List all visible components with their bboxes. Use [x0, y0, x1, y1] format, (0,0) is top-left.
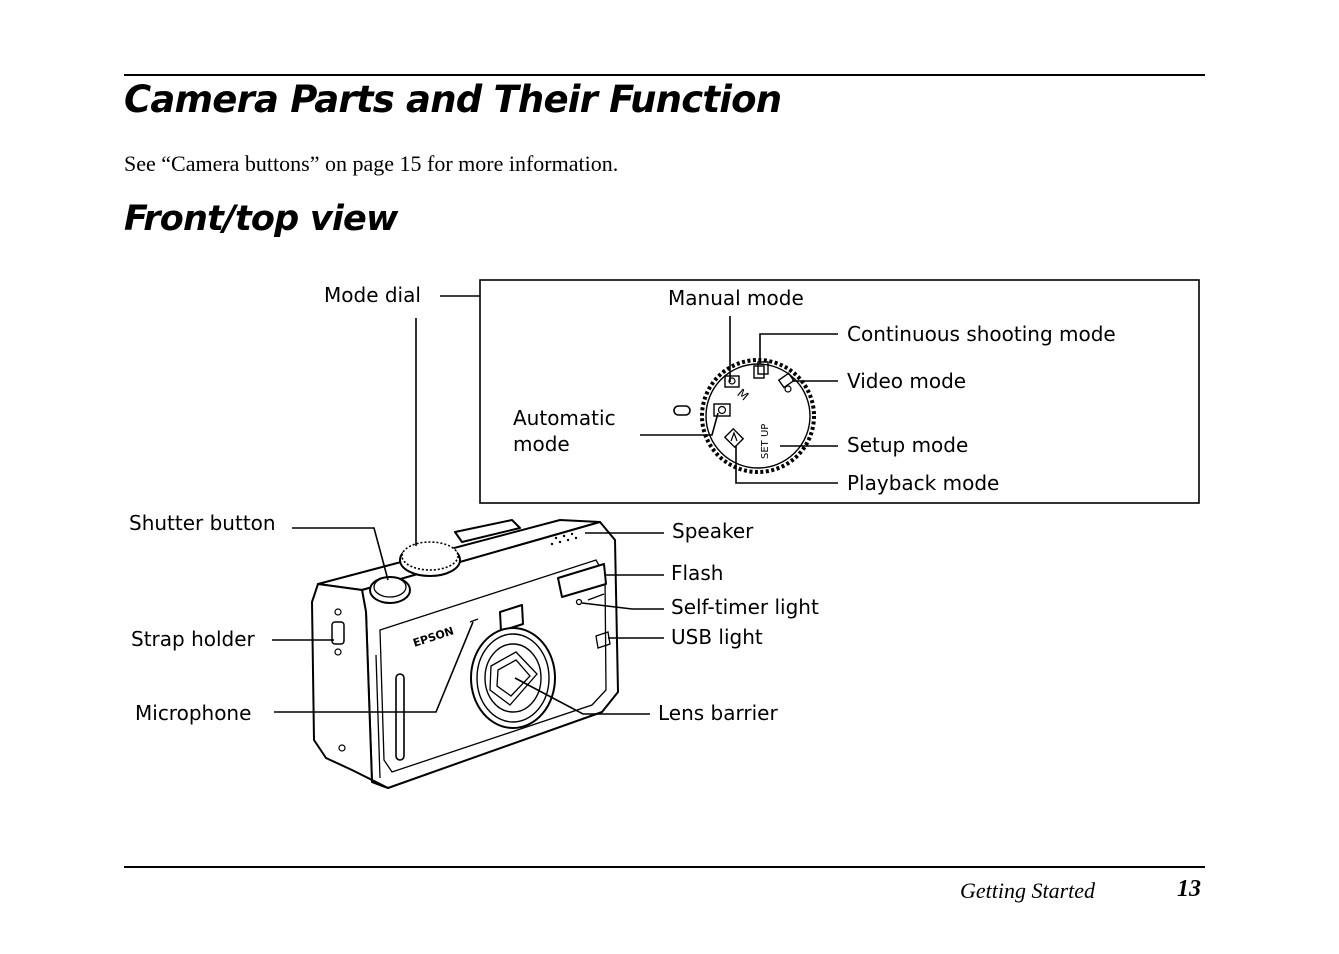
continuous-mode-leader: [759, 333, 838, 364]
bottom-rule: [124, 866, 1205, 868]
automatic-mode-label-line1: Automatic: [513, 406, 616, 430]
video-mode-label: Video mode: [847, 369, 966, 393]
microphone-leader: [274, 621, 474, 713]
continuous-shooting-mode-label: Continuous shooting mode: [847, 322, 1116, 346]
shutter-button-label: Shutter button: [129, 511, 276, 535]
manual-mode-label: Manual mode: [668, 286, 804, 310]
lens-barrier-label: Lens barrier: [658, 701, 778, 725]
top-rule: [124, 74, 1205, 76]
self-timer-light-label: Self-timer light: [671, 595, 819, 619]
page-title: Camera Parts and Their Function: [124, 78, 782, 121]
intro-text: See “Camera buttons” on page 15 for more…: [124, 151, 619, 176]
automatic-mode-label-line2: mode: [513, 432, 570, 456]
continuous-shooting-icon: [753, 361, 769, 379]
camera-manual-icon: [724, 375, 740, 388]
flash-label: Flash: [671, 561, 723, 585]
video-icon: [777, 372, 795, 393]
microphone-label: Microphone: [135, 701, 251, 725]
page-number: 13: [1177, 876, 1201, 902]
camera-auto-icon: [713, 403, 731, 417]
camera-illustration: [311, 519, 619, 789]
playback-mode-label: Playback mode: [847, 471, 999, 495]
setup-mode-label: Setup mode: [847, 433, 968, 457]
lens-barrier-leader: [514, 677, 650, 715]
dial-index-mark: [673, 405, 691, 416]
strap-holder-label: Strap holder: [131, 627, 256, 651]
setup-mark: SET UP: [760, 424, 771, 459]
playback-mode-leader: [735, 446, 838, 484]
usb-light-label: USB light: [671, 625, 763, 649]
speaker-label: Speaker: [672, 519, 754, 543]
self-timer-light-leader: [581, 602, 664, 610]
playback-icon: [723, 427, 745, 449]
automatic-mode-leader: [640, 412, 719, 436]
mode-dial-inset-box: [479, 279, 1200, 504]
shutter-button-leader: [292, 527, 389, 581]
footer-section-name: Getting Started: [960, 878, 1096, 903]
section-title: Front/top view: [124, 199, 398, 239]
mode-dial-graphic: M SET UP: [673, 358, 816, 474]
mode-dial-label: Mode dial: [324, 283, 421, 307]
